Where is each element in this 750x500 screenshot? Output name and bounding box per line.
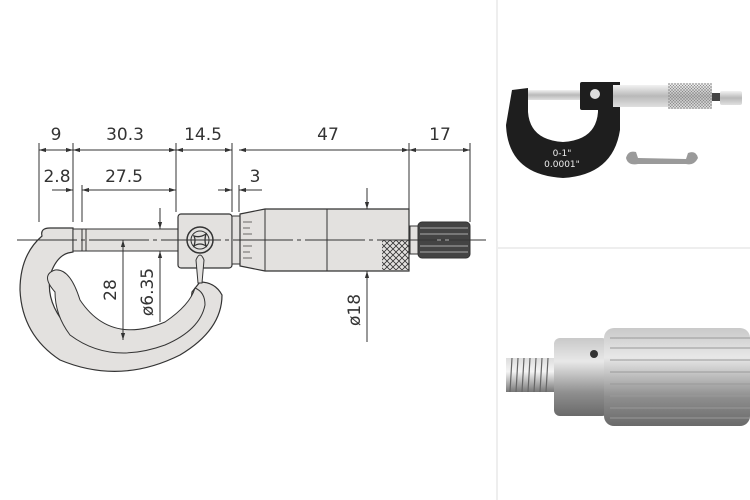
dim-dia-18: ø18 [345, 294, 365, 326]
resolution-label: 0.0001" [544, 160, 580, 170]
divider-vertical [496, 0, 498, 500]
technical-drawing: 9 30.3 14.5 47 17 2.8 27.5 3 28 ø6.35 ø1… [17, 125, 486, 372]
dim-14-5: 14.5 [184, 125, 222, 145]
dim-47: 47 [317, 125, 339, 145]
micrometer-photo: 0-1" 0.0001" [506, 82, 742, 178]
dim-3: 3 [250, 167, 261, 187]
ratchet-photo [506, 328, 750, 426]
dim-28: 28 [101, 279, 121, 301]
dim-2-8: 2.8 [43, 167, 70, 187]
range-label: 0-1" [553, 149, 572, 159]
dim-9: 9 [51, 125, 62, 145]
divider-horizontal [498, 247, 750, 249]
dim-dia-6-35: ø6.35 [138, 268, 158, 316]
dim-27-5: 27.5 [105, 167, 143, 187]
dim-30-3: 30.3 [106, 125, 144, 145]
dim-17: 17 [429, 125, 451, 145]
